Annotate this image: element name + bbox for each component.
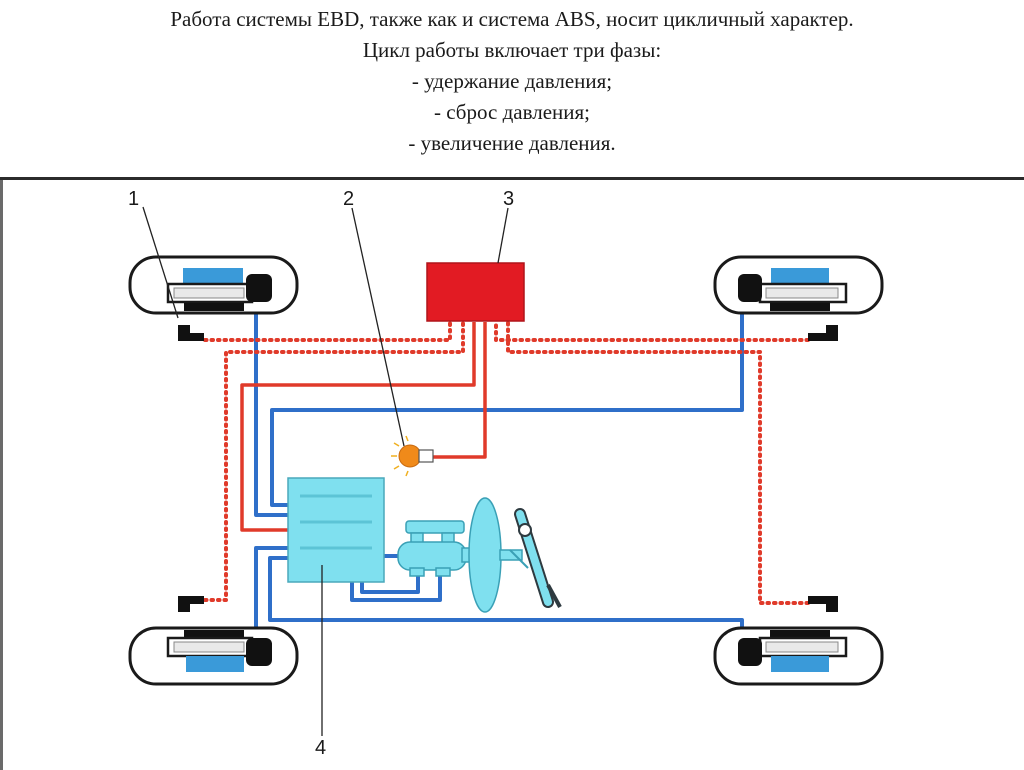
callout-1-leader <box>142 206 179 319</box>
hydraulic-unit <box>287 477 385 583</box>
signal-lines-dotted <box>203 320 810 605</box>
slide-header: Работа системы EBD, также как и система … <box>0 0 1024 176</box>
callout-4-label: 4 <box>315 737 326 759</box>
sensor-line-rear-left <box>203 320 465 602</box>
callout-3-leader <box>497 207 509 264</box>
control-unit <box>426 262 525 322</box>
header-line-2: Цикл работы включает три фазы: <box>362 38 662 62</box>
header-line-5: - увеличение давления. <box>408 131 616 155</box>
caliper-icon <box>738 274 762 302</box>
sensor-line-front-right <box>494 320 810 342</box>
brake-line-rear-left <box>254 546 290 642</box>
brake-line-master-1 <box>350 570 442 602</box>
signal-lines-solid <box>240 322 487 532</box>
sensor-icon <box>178 325 204 341</box>
callout-3-label: 3 <box>503 188 514 210</box>
tyre-strip <box>770 630 830 638</box>
disc-icon <box>771 656 829 672</box>
hub-inner <box>173 641 245 653</box>
wheel-rear-left <box>128 596 299 686</box>
sensor-line-rear-right <box>506 320 810 605</box>
frame-left-edge <box>0 180 3 770</box>
header-line-3: - удержание давления; <box>411 69 613 93</box>
brake-lines <box>254 298 744 642</box>
master-cylinder-icon <box>397 520 467 577</box>
wheel-front-left <box>128 255 299 341</box>
brake-line-front-left <box>254 304 290 517</box>
header-line-4: - сброс давления; <box>433 100 590 124</box>
disc-icon <box>183 268 243 284</box>
disc-icon <box>771 268 829 284</box>
caliper-icon <box>246 274 272 302</box>
brake-pedal-icon <box>509 508 562 608</box>
wheel-front-right <box>713 255 884 341</box>
brake-line-master-2 <box>360 570 420 594</box>
sensor-icon <box>178 596 204 612</box>
signal-line-lamp <box>432 322 487 459</box>
hub-inner <box>765 287 839 299</box>
hub-inner <box>765 641 839 653</box>
tyre-strip <box>184 303 244 311</box>
hub-inner <box>173 287 245 299</box>
brake-booster-icon <box>461 497 523 613</box>
caliper-icon <box>738 638 762 666</box>
callout-2-leader <box>351 207 405 447</box>
disc-icon <box>186 656 244 672</box>
tyre-strip <box>770 303 830 311</box>
brake-line-front-right <box>270 298 744 507</box>
callout-2-label: 2 <box>343 188 354 210</box>
sensor-icon <box>808 596 838 612</box>
sensor-line-front-left <box>203 320 452 342</box>
header-line-1: Работа системы EBD, также как и система … <box>170 7 854 31</box>
callout-leaders <box>142 206 509 736</box>
sensor-icon <box>808 325 838 341</box>
tyre-strip <box>184 630 244 638</box>
signal-line-hydro-unit <box>240 322 476 532</box>
callout-1-label: 1 <box>128 188 139 210</box>
caliper-icon <box>246 638 272 666</box>
wheel-rear-right <box>713 596 884 686</box>
warning-lamp-icon <box>391 435 434 477</box>
